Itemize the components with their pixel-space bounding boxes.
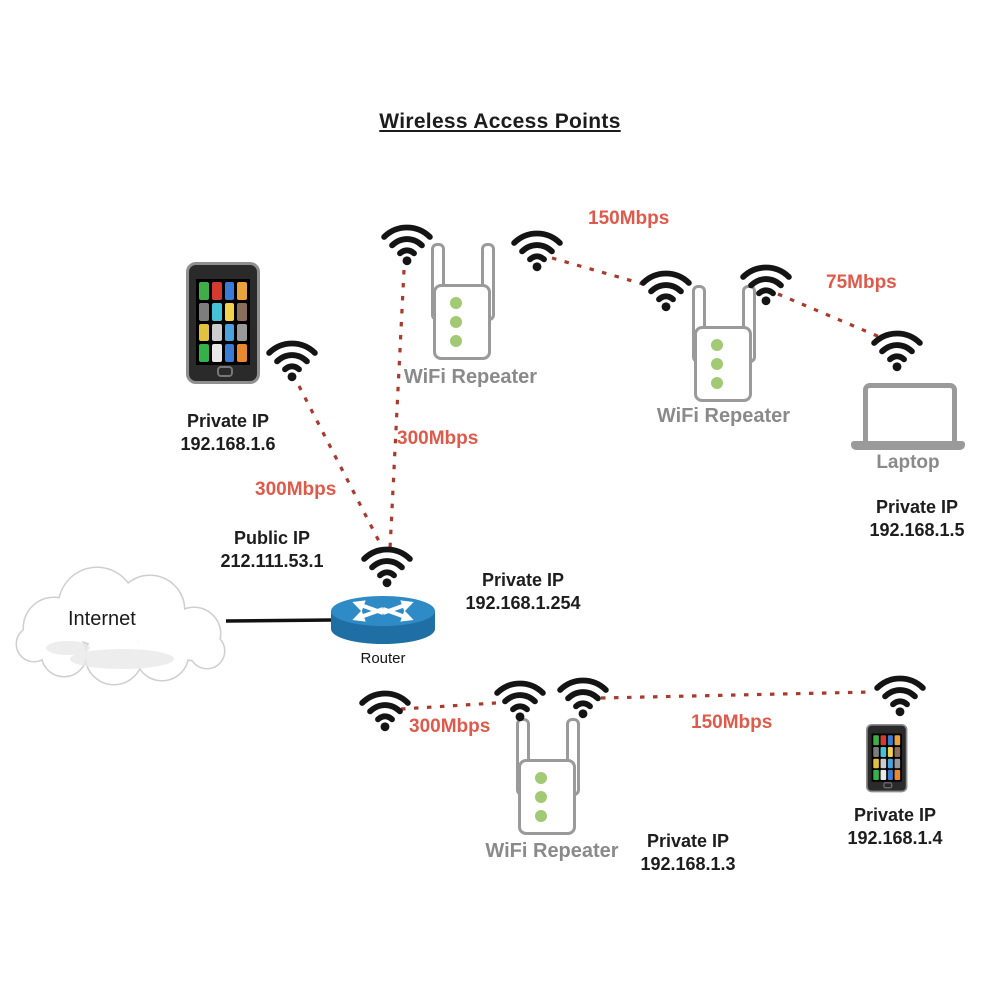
repeater-body [694,326,752,402]
wifi-icon [872,671,928,718]
led-light [450,316,462,328]
private-ip-value: 192.168.1.254 [465,593,581,614]
led-light [535,772,547,784]
diagram-title: Wireless Access Points [379,110,621,133]
link-phone-top-router-line [297,385,385,550]
link-repeater-bottom-phone-bottom-line [600,690,872,700]
ip-value: 192.168.1.4 [847,828,943,849]
speed-label-repeater-repeater: 150Mbps [588,208,670,229]
link-repeater-right-laptop-line [777,292,883,340]
wifi-icon [359,542,415,589]
repeater-bottom-ip: Private IP 192.168.1.3 [608,830,768,877]
wifi-icon [638,266,694,313]
wifi-icon [379,220,435,267]
wifi-icon [738,260,794,307]
ip-title: Private IP [853,805,937,825]
wifi-icon [555,673,611,720]
laptop-ip: Private IP 192.168.1.5 [837,496,997,543]
repeater-top-label: WiFi Repeater [403,366,538,388]
smartphone-bottom [866,724,940,846]
ip-title: Private IP [186,411,270,431]
laptop-label: Laptop [876,452,940,473]
phone-top-ip: Private IP 192.168.1.6 [148,410,308,457]
link-router-repeater-bottom-line [400,701,497,711]
led-light [711,377,723,389]
wifi-icon [509,226,565,273]
laptop-base [851,441,965,450]
led-light [711,339,723,351]
router-public-ip: Public IP 212.111.53.1 [192,527,352,574]
speed-label-repeater-router: 300Mbps [397,428,479,449]
wifi-icon [264,336,320,383]
phone-bottom-ip: Private IP 192.168.1.4 [815,804,975,851]
speed-label-phone-router: 300Mbps [255,479,337,500]
speed-label-repeater-phone-bottom: 150Mbps [691,712,773,733]
ip-title: Private IP [875,497,959,517]
speed-label-router-repeater-bottom: 300Mbps [409,716,491,737]
led-light [535,791,547,803]
ip-value: 192.168.1.6 [180,434,276,455]
laptop-device [851,383,967,453]
public-ip-value: 212.111.53.1 [220,551,324,572]
smartphone-top [186,262,260,384]
ip-value: 192.168.1.5 [869,520,965,541]
led-light [450,335,462,347]
repeater-body [433,284,491,360]
wifi-icon [869,326,925,373]
laptop-screen [863,383,957,449]
internet-label: Internet [68,608,136,630]
repeater-right-label: WiFi Repeater [656,405,791,427]
private-ip-title: Private IP [481,570,565,590]
link-repeater-top-router-line [388,269,406,550]
wifi-repeater-right-device [684,285,764,403]
wifi-repeater-bottom-device [508,718,588,836]
wifi-repeater-top-device [423,243,503,361]
internet-router-cable [225,618,333,623]
speed-label-repeater-laptop: 75Mbps [826,272,897,293]
ip-value: 192.168.1.3 [640,854,736,875]
internet-cloud [2,556,242,699]
router-private-ip: Private IP 192.168.1.254 [438,569,608,616]
router-device [326,586,440,659]
repeater-body [518,759,576,835]
phone-body [866,724,908,793]
ip-title: Private IP [646,831,730,851]
wifi-icon [492,676,548,723]
home-button [883,782,893,789]
home-button [217,366,233,377]
phone-screen [871,733,902,782]
led-light [711,358,723,370]
router-label: Router [360,650,406,667]
link-repeater-top-repeater-right-line [551,256,651,288]
phone-screen [196,279,250,365]
wifi-icon [357,686,413,733]
repeater-bottom-label: WiFi Repeater [485,840,619,862]
led-light [450,297,462,309]
public-ip-title: Public IP [233,528,311,548]
led-light [535,810,547,822]
